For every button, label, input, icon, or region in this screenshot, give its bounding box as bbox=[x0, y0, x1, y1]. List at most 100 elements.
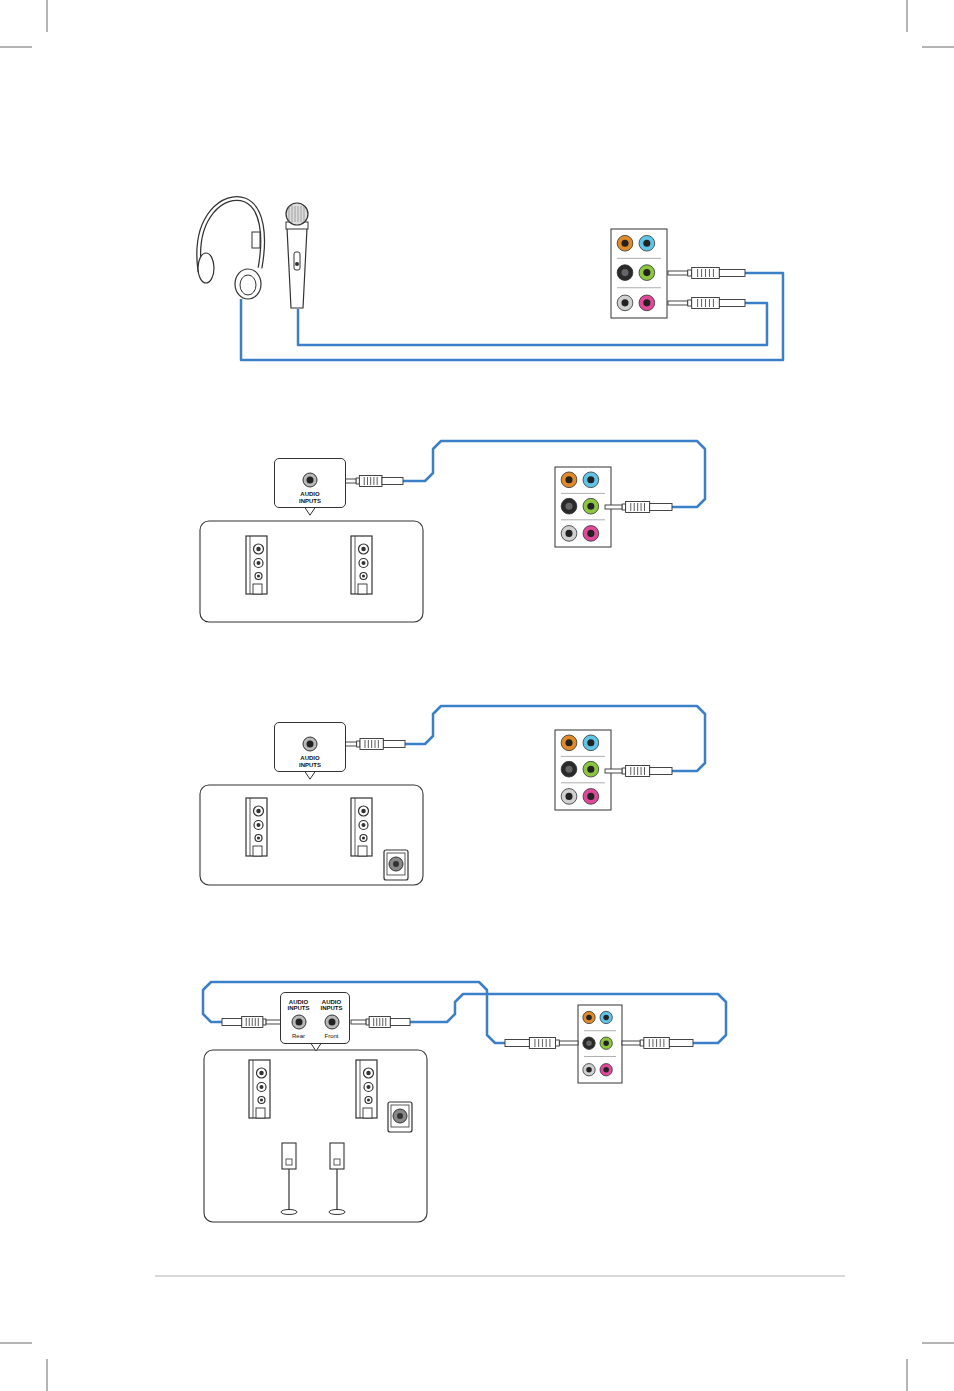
tower-speaker bbox=[356, 1060, 377, 1118]
headband-slider bbox=[252, 232, 260, 248]
audio-plug bbox=[222, 1017, 281, 1028]
plug-grip bbox=[538, 1039, 539, 1047]
jack-hole bbox=[586, 1067, 592, 1073]
plug-grip bbox=[641, 767, 642, 775]
speaker-edge bbox=[250, 798, 251, 856]
plug-grip bbox=[375, 740, 376, 748]
plug-part bbox=[692, 268, 720, 279]
driver-cone bbox=[256, 547, 261, 552]
plug-grip bbox=[705, 299, 706, 307]
speaker-driver bbox=[365, 1097, 372, 1104]
plug-part bbox=[650, 504, 672, 511]
plug-part bbox=[559, 1041, 578, 1045]
speaker-driver bbox=[257, 1083, 266, 1092]
audio-plug bbox=[668, 268, 745, 279]
audio-cable bbox=[241, 273, 783, 360]
plug-grip bbox=[246, 1018, 247, 1026]
jack-hole bbox=[565, 503, 572, 510]
callout-box: AUDIO INPUTSAUDIO INPUTSRearFront bbox=[280, 992, 350, 1044]
speaker-driver bbox=[359, 806, 369, 816]
audio-port-panel bbox=[555, 730, 611, 810]
plug-part bbox=[356, 478, 359, 484]
plug-grip bbox=[660, 1039, 661, 1047]
plug-grip bbox=[656, 1039, 657, 1047]
plug-part bbox=[351, 1020, 366, 1024]
panel-divider bbox=[561, 519, 605, 520]
panel-frame bbox=[555, 467, 611, 547]
panel-divider bbox=[584, 1030, 616, 1031]
callout-box: AUDIO INPUTS bbox=[274, 722, 346, 772]
mic-switch bbox=[294, 252, 300, 270]
audio-jack bbox=[583, 526, 599, 542]
panel-frame bbox=[555, 730, 611, 810]
audio-jack bbox=[600, 1011, 612, 1023]
audio-jack bbox=[639, 295, 655, 311]
jack-hole bbox=[587, 766, 594, 773]
plug-part bbox=[622, 504, 625, 510]
tower-speaker bbox=[351, 798, 372, 856]
speaker-driver bbox=[254, 544, 264, 554]
plug-grip bbox=[252, 1018, 253, 1026]
audio-jack bbox=[583, 789, 599, 805]
audio-plug bbox=[351, 1017, 410, 1028]
plug-part bbox=[357, 741, 360, 747]
footer-rule bbox=[155, 1275, 845, 1277]
subwoofer bbox=[384, 850, 408, 880]
speaker-driver bbox=[360, 835, 367, 842]
audio-cable bbox=[203, 982, 505, 1043]
crop-mark bbox=[907, 1359, 908, 1391]
speaker-edge bbox=[355, 798, 356, 856]
audio-plug bbox=[605, 502, 672, 513]
jack-hole bbox=[295, 1019, 302, 1026]
audio-plug bbox=[505, 1038, 578, 1049]
speaker-driver bbox=[254, 821, 263, 830]
plug-grip bbox=[371, 740, 372, 748]
speaker-driver bbox=[255, 573, 262, 580]
crop-mark bbox=[47, 1359, 48, 1391]
audio-jack bbox=[583, 498, 599, 514]
driver-cone bbox=[366, 1071, 371, 1076]
audio-jack bbox=[561, 735, 577, 751]
jack-ring bbox=[303, 473, 317, 487]
jack-hole bbox=[603, 1015, 609, 1021]
audio-jack bbox=[639, 235, 655, 251]
plug-grip bbox=[370, 477, 371, 485]
plug-grip bbox=[637, 503, 638, 511]
plug-grip bbox=[364, 477, 365, 485]
jack-hole bbox=[586, 1040, 592, 1046]
panel-divider bbox=[561, 756, 605, 757]
plug-grip bbox=[697, 299, 698, 307]
jack-hole bbox=[643, 299, 650, 306]
jack-hole bbox=[621, 240, 628, 247]
panel-divider bbox=[561, 493, 605, 494]
tower-speaker bbox=[246, 536, 267, 594]
speaker-base bbox=[358, 846, 367, 856]
panel-divider bbox=[561, 782, 605, 783]
mic-grille bbox=[304, 206, 305, 222]
plug-part bbox=[556, 1040, 560, 1046]
audio-jack bbox=[600, 1064, 612, 1076]
plug-part bbox=[242, 1017, 263, 1028]
speaker-group bbox=[200, 785, 423, 885]
audio-jack bbox=[561, 761, 577, 777]
plug-part bbox=[366, 1019, 369, 1025]
driver-cone bbox=[256, 809, 261, 814]
mic-grille bbox=[298, 206, 299, 222]
mic-switch-knob bbox=[295, 262, 299, 266]
speaker-driver bbox=[364, 1083, 373, 1092]
plug-grip bbox=[367, 477, 368, 485]
audio-jack bbox=[561, 526, 577, 542]
tower-speaker bbox=[246, 798, 267, 856]
speaker-cabinet bbox=[249, 1060, 270, 1118]
jack-hole bbox=[565, 476, 572, 483]
crop-mark bbox=[0, 47, 32, 48]
speaker-driver bbox=[359, 544, 369, 554]
audio-jack bbox=[561, 789, 577, 805]
panel-frame bbox=[578, 1005, 622, 1083]
subwoofer-driver bbox=[389, 857, 403, 871]
plug-part bbox=[505, 1040, 529, 1047]
audio-jack bbox=[617, 295, 633, 311]
plug-grip bbox=[705, 269, 706, 277]
plug-part bbox=[529, 1038, 555, 1049]
satellite-driver bbox=[334, 1159, 340, 1165]
